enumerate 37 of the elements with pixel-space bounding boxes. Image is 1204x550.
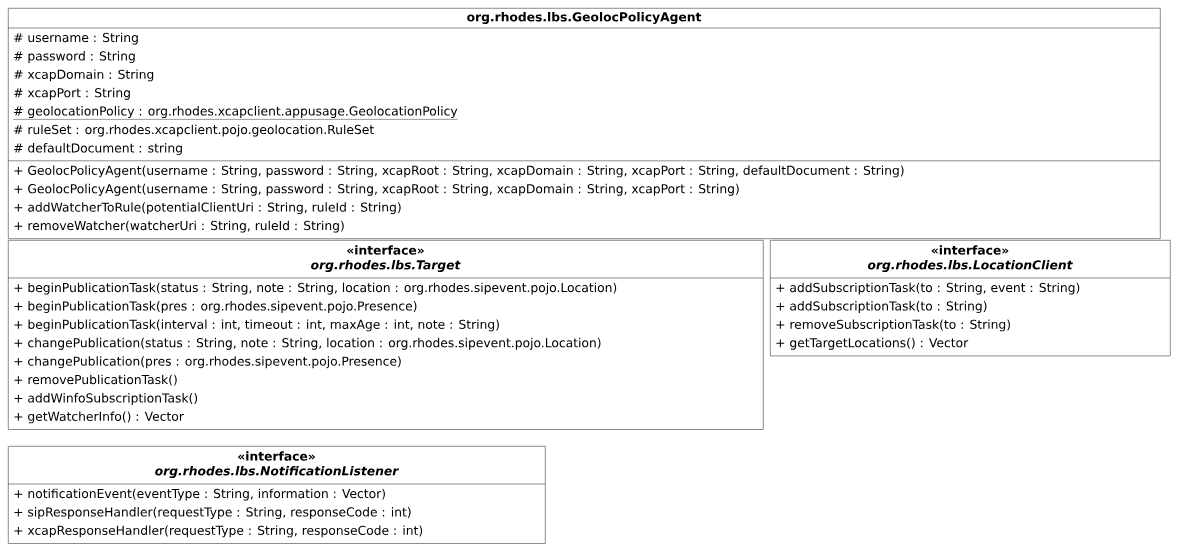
class-box [8,240,764,430]
stereotype-label: «interface» [238,451,315,461]
attribute-text: # defaultDocument : string [14,143,182,155]
attribute-text: # password : String [14,51,135,63]
operation-text: + notificationEvent(eventType : String, information : Vector) [14,488,385,501]
class-name: org.rhodes.lbs.Target [311,260,461,272]
operation-text: + removeWatcher(watcherUri : String, ruleId : String) [14,220,344,233]
class-box [770,240,1171,357]
operation-text: + GeolocPolicyAgent(username : String, password : String, xcapRoot : String, xcapDomain : String, xcapPort : String) [14,183,739,196]
attribute-text: # username : String [14,32,138,45]
class-name: org.rhodes.lbs.GeolocPolicyAgent [467,12,702,24]
operation-text: + removePublicationTask() [14,374,177,386]
operation-text: + getWatcherInfo() : Vector [14,411,184,424]
stereotype-label: «interface» [347,245,424,255]
operation-text: + beginPublicationTask(interval : int, timeout : int, maxAge : int, note : String) [14,319,499,332]
operation-text: + changePublication(pres : org.rhodes.sipevent.pojo.Presence) [14,356,401,369]
operation-text: + getTargetLocations() : Vector [776,337,969,350]
operation-text: + beginPublicationTask(pres : org.rhodes.sipevent.pojo.Presence) [14,301,417,313]
attribute-text: # xcapPort : String [14,87,130,100]
stereotype-label: «interface» [931,245,1009,255]
class-name: org.rhodes.lbs.NotificationListener [155,466,399,478]
operation-text: + GeolocPolicyAgent(username : String, password : String, xcapRoot : String, xcapDomain : String, xcapPort : String, defaultDocument : String) [14,165,904,178]
operation-text: + changePublication(status : String, note : String, location : org.rhodes.sipevent.pojo.Location) [14,337,601,350]
operation-text: + addWatcherToRule(potentialClientUri : String, ruleId : String) [14,202,401,215]
class-box [8,8,1161,239]
operation-text: + sipResponseHandler(requestType : String, responseCode : int) [14,507,411,519]
class-name: org.rhodes.lbs.LocationClient [867,260,1073,272]
operation-text: + xcapResponseHandler(requestType : String, responseCode : int) [14,525,423,538]
attribute-text: # geolocationPolicy : org.rhodes.xcapclient.appusage.GeolocationPolicy [13,106,458,120]
operation-text: + addWinfoSubscriptionTask() [14,393,198,405]
attribute-text: # ruleSet : org.rhodes.xcapclient.pojo.geolocation.RuleSet [14,124,374,137]
operation-text: + addSubscriptionTask(to : String) [776,301,987,313]
operation-text: + removeSubscriptionTask(to : String) [776,319,1010,332]
operation-text: + addSubscriptionTask(to : String, event : String) [776,282,1080,295]
attribute-text: # xcapDomain : String [14,69,154,82]
operation-text: + beginPublicationTask(status : String, note : String, location : org.rhodes.sipevent.pojo.Location) [14,282,617,295]
class-box [8,446,546,544]
